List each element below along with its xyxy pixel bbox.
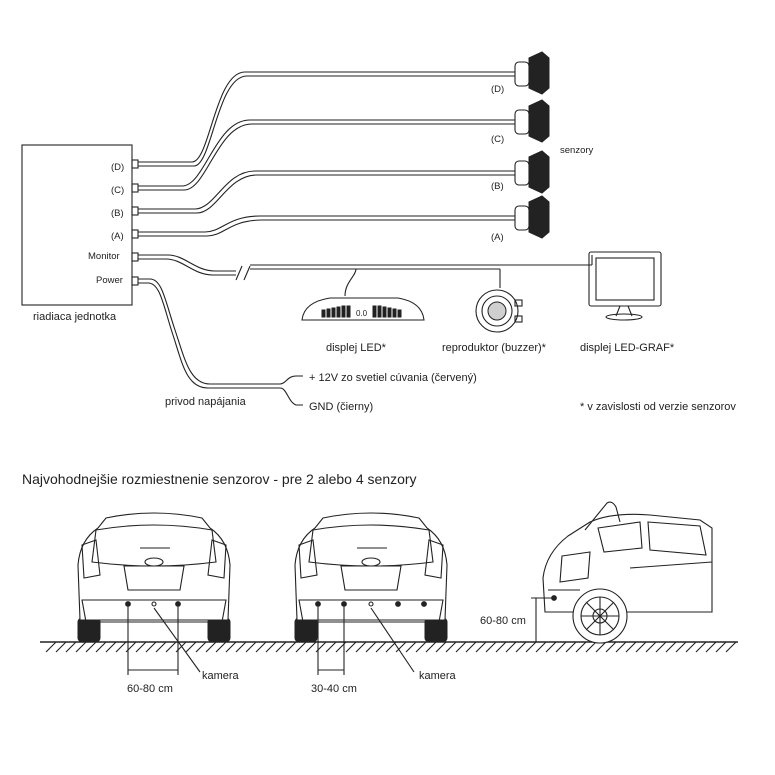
side-height: 60-80 cm [480, 615, 526, 627]
led-readout: 0.0 [356, 309, 368, 318]
placement-title: Najvohodnejšie rozmiestnenie senzorov - … [22, 471, 417, 487]
port-c [131, 183, 139, 193]
led-bars-left [321, 305, 351, 318]
sensor-c: (C) [491, 99, 550, 145]
port-monitor [131, 252, 139, 262]
control-unit: (D) (C) (B) (A) Monitor Power riadiaca j… [21, 144, 139, 323]
car1-camera: kamera [202, 670, 240, 682]
port-label-a: (A) [111, 231, 124, 242]
sensor-label-a: (A) [491, 232, 504, 243]
buzzer: reproduktor (buzzer)* [442, 289, 547, 354]
sensor-cables [138, 71, 515, 237]
sensor-label-c: (C) [491, 134, 504, 145]
sensor-label-b: (B) [491, 181, 504, 192]
buzzer-label: reproduktor (buzzer)* [442, 342, 547, 354]
port-label-monitor: Monitor [88, 251, 120, 262]
sensors-label: senzory [560, 145, 594, 156]
led-bars-right [372, 305, 402, 318]
control-unit-label: riadiaca jednotka [33, 311, 117, 323]
port-label-c: (C) [111, 185, 124, 196]
sensor-label-d: (D) [491, 84, 504, 95]
wire-12v-label: + 12V zo svetiel cúvania (červený) [309, 372, 477, 384]
port-label-b: (B) [111, 208, 124, 219]
footnote: * v zavislosti od verzie senzorov [580, 401, 736, 413]
sensor-d: (D) [491, 51, 550, 95]
port-power [131, 276, 139, 286]
ground [40, 641, 738, 653]
led-display-label: displej LED* [326, 342, 387, 354]
port-label-power: Power [96, 275, 123, 286]
car-rear-2-sensors: 60-80 cm kamera [77, 512, 240, 695]
sensor-a: (A) [491, 195, 550, 243]
port-b [131, 206, 139, 216]
port-d [131, 159, 139, 169]
car2-spacing: 30-40 cm [311, 683, 357, 695]
sensor-b: (B) [491, 150, 550, 194]
car2-camera: kamera [419, 670, 457, 682]
ledgraf-label: displej LED-GRAF* [580, 342, 675, 354]
power-lead-label: privod napájania [165, 396, 247, 408]
monitor-bus [138, 254, 593, 297]
port-a [131, 229, 139, 239]
ledgraf-display: displej LED-GRAF* [580, 251, 675, 354]
led-display: 0.0 displej LED* [301, 297, 425, 354]
car-rear-4-sensors: 30-40 cm kamera [294, 512, 457, 695]
power-cable: privod napájania + 12V zo svetiel cúvani… [138, 278, 477, 413]
car-side-view: 60-80 cm [480, 501, 713, 644]
car1-spacing: 60-80 cm [127, 683, 173, 695]
wire-gnd-label: GND (čierny) [309, 401, 373, 413]
port-label-d: (D) [111, 162, 124, 173]
